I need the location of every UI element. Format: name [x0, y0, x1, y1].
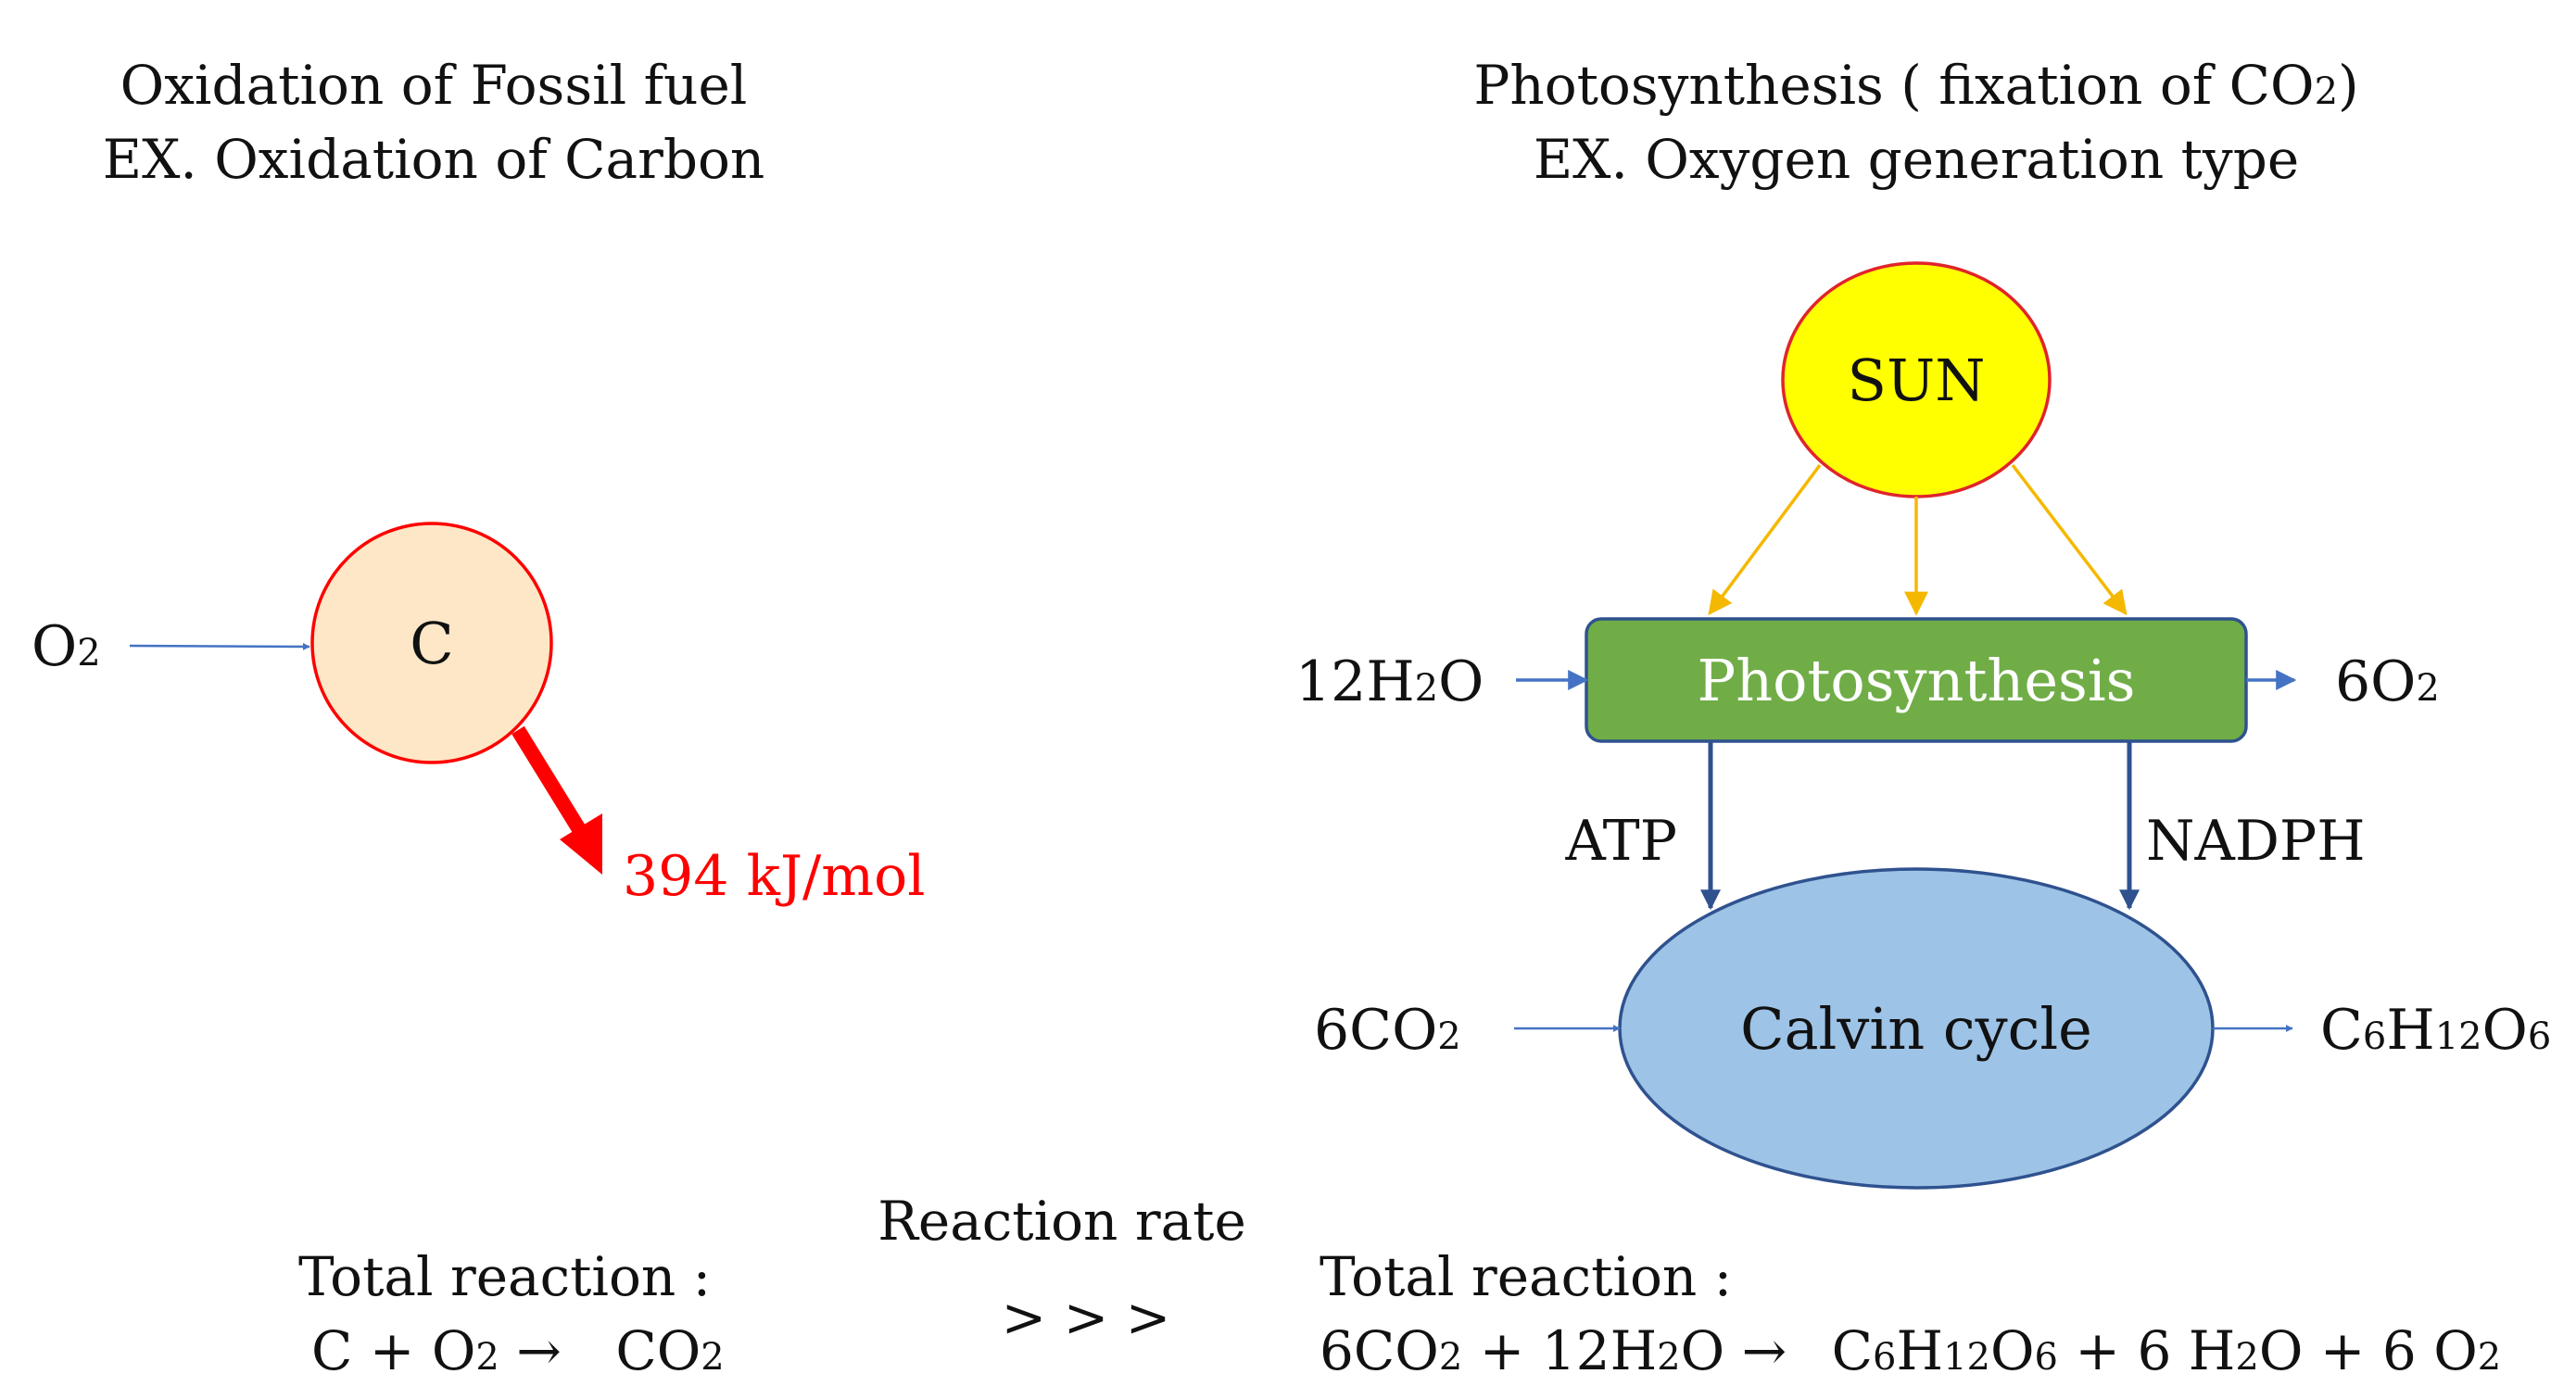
o2-input-label: O2: [32, 614, 101, 679]
energy-label: 394 kJ/mol: [623, 844, 925, 909]
sun-arrow-left: [1708, 463, 1822, 616]
sun-arrow-right: [2011, 463, 2128, 616]
glucose-output-label: C6H12O6: [2320, 998, 2551, 1063]
energy-arrow-shaft: [511, 725, 588, 838]
left-total-label: Total reaction :: [298, 1245, 711, 1308]
right-total-label: Total reaction :: [1320, 1245, 1732, 1308]
calvin-cycle-label: Calvin cycle: [1740, 995, 2092, 1063]
left-title-line2: EX. Oxidation of Carbon: [103, 128, 765, 191]
left-title-line1: Oxidation of Fossil fuel: [120, 54, 748, 117]
o2-to-c-arrow: [129, 642, 310, 650]
nadph-label: NADPH: [2146, 809, 2366, 874]
right-title-line1: Photosynthesis ( fixation of CO2): [1473, 54, 2358, 117]
carbon-node: [310, 522, 553, 764]
energy-arrow-head: [560, 813, 602, 875]
oxygen-output-label: 6O2: [2335, 649, 2440, 714]
right-equation: 6CO2 + 12H2O → C6H12O6 + 6 H2O + 6 O2: [1320, 1319, 2501, 1382]
reaction-rate-comparison: > > >: [1002, 1286, 1171, 1349]
carbon-node-label: C: [410, 610, 453, 677]
left-equation: C + O2 → CO2: [311, 1319, 725, 1382]
co2-input-label: 6CO2: [1314, 998, 1461, 1063]
reaction-rate-label: Reaction rate: [878, 1190, 1246, 1253]
photosynthesis-label: Photosynthesis: [1698, 647, 2136, 714]
atp-label: ATP: [1565, 809, 1677, 874]
sun-label: SUN: [1848, 347, 1986, 414]
water-input-label: 12H2O: [1295, 649, 1484, 714]
right-title-line2: EX. Oxygen generation type: [1534, 128, 2299, 191]
